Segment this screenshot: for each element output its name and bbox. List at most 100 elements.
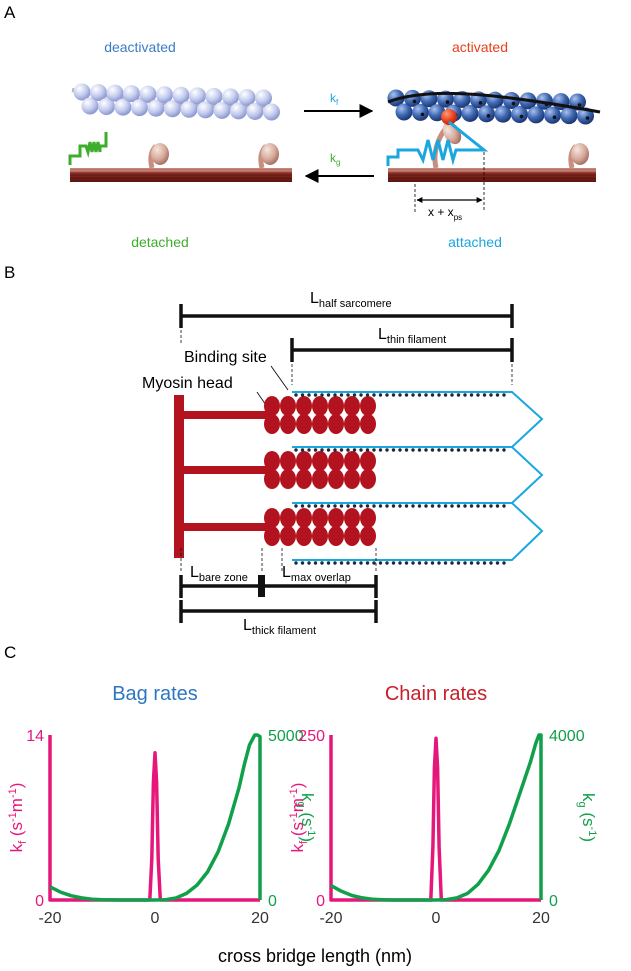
label-binding-site: Binding site (184, 349, 267, 366)
max-overlap-bracket (262, 575, 378, 598)
binding-site (404, 504, 409, 508)
binding-site (417, 393, 422, 397)
myosin-head (296, 526, 312, 546)
binding-site (352, 504, 357, 508)
myosin-head (296, 508, 312, 528)
kf-series-line (48, 735, 260, 902)
myosin-head (264, 414, 280, 434)
binding-site (489, 448, 493, 452)
rate-kf: kf (330, 91, 339, 107)
binding-site (352, 393, 357, 397)
label-bare-zone: Lbare zone (190, 564, 248, 584)
spring-attached (386, 120, 489, 166)
actin-monomer (98, 98, 115, 116)
actin-monomer (263, 103, 280, 121)
actin-monomer (164, 100, 181, 118)
myosin-head (296, 469, 312, 489)
binding-site (378, 504, 383, 508)
binding-site (300, 448, 305, 452)
binding-site (417, 561, 422, 565)
label-max-overlap: Lmax overlap (282, 564, 351, 584)
actin-monomer (577, 107, 594, 125)
panel-label-b: B (4, 263, 15, 282)
binding-site (417, 448, 422, 452)
binding-site (307, 393, 311, 397)
bare-zone-bracket (179, 575, 265, 598)
label-deactivated: deactivated (104, 39, 176, 55)
binding-site (404, 448, 409, 452)
binding-site (495, 504, 500, 508)
binding-site (456, 561, 461, 565)
myosin-head (344, 414, 360, 434)
binding-site (372, 504, 376, 508)
binding-site (300, 393, 305, 397)
binding-site (450, 504, 454, 508)
binding-site (359, 561, 363, 565)
actin-monomer (238, 88, 256, 106)
x-tick-label: -20 (38, 910, 61, 927)
myosin-head (360, 526, 376, 546)
binding-site (463, 448, 467, 452)
right-axis-label: kg (s-1) (576, 793, 598, 842)
myosin-head (344, 508, 360, 528)
binding-site (450, 393, 454, 397)
binding-site (391, 393, 396, 397)
binding-site (502, 448, 506, 452)
thick-filament-structure (174, 395, 376, 558)
binding-site (313, 504, 318, 508)
thick-filament-detached (70, 143, 292, 182)
binding-site (437, 561, 441, 565)
myosin-head (312, 396, 328, 416)
binding-site (294, 448, 298, 452)
binding-site (443, 448, 448, 452)
thick-filament-bracket (179, 600, 378, 623)
binding-site (443, 561, 448, 565)
myosin-head (280, 396, 296, 416)
myosin-head (264, 526, 280, 546)
actin-monomer (139, 85, 157, 103)
thin-filament-bracket (290, 338, 514, 362)
binding-site (430, 504, 435, 508)
binding-site (352, 561, 357, 565)
half-sarcomere-bracket (179, 304, 514, 328)
label-thin-filament: Lthin filament (378, 326, 446, 346)
binding-site (372, 448, 376, 452)
thin-filaments (292, 391, 544, 565)
actin-monomer (180, 100, 198, 118)
thin-filament-deactivated (71, 83, 280, 121)
myosin-head (280, 451, 296, 471)
myosin-head (360, 469, 376, 489)
binding-site-dot (585, 116, 590, 120)
actin-monomer (205, 87, 223, 105)
binding-site (411, 561, 415, 565)
label-detached: detached (131, 234, 189, 250)
x-tick-label: 0 (151, 910, 160, 927)
binding-site (489, 393, 493, 397)
binding-site-dot (412, 99, 417, 104)
left-tick-label: 14 (26, 728, 44, 745)
myosin-head (280, 508, 296, 528)
binding-site (333, 504, 337, 508)
myosin-head (328, 414, 344, 434)
binding-site (476, 561, 480, 565)
binding-site (437, 448, 441, 452)
panel-label-c: C (4, 643, 16, 662)
binding-site (502, 504, 506, 508)
binding-site (411, 393, 415, 397)
myosin-head (312, 526, 328, 546)
binding-site (359, 393, 363, 397)
binding-site (443, 504, 448, 508)
binding-site (339, 393, 344, 397)
binding-site (300, 504, 305, 508)
myosin-head (312, 451, 328, 471)
actin-monomer (511, 106, 528, 124)
myosin-head (312, 414, 328, 434)
binding-site (437, 504, 441, 508)
x-tick-label: 0 (432, 910, 441, 927)
binding-site (365, 504, 370, 508)
myosin-head (328, 396, 344, 416)
binding-site (424, 561, 428, 565)
binding-site (495, 393, 500, 397)
actin-monomer (114, 98, 132, 116)
